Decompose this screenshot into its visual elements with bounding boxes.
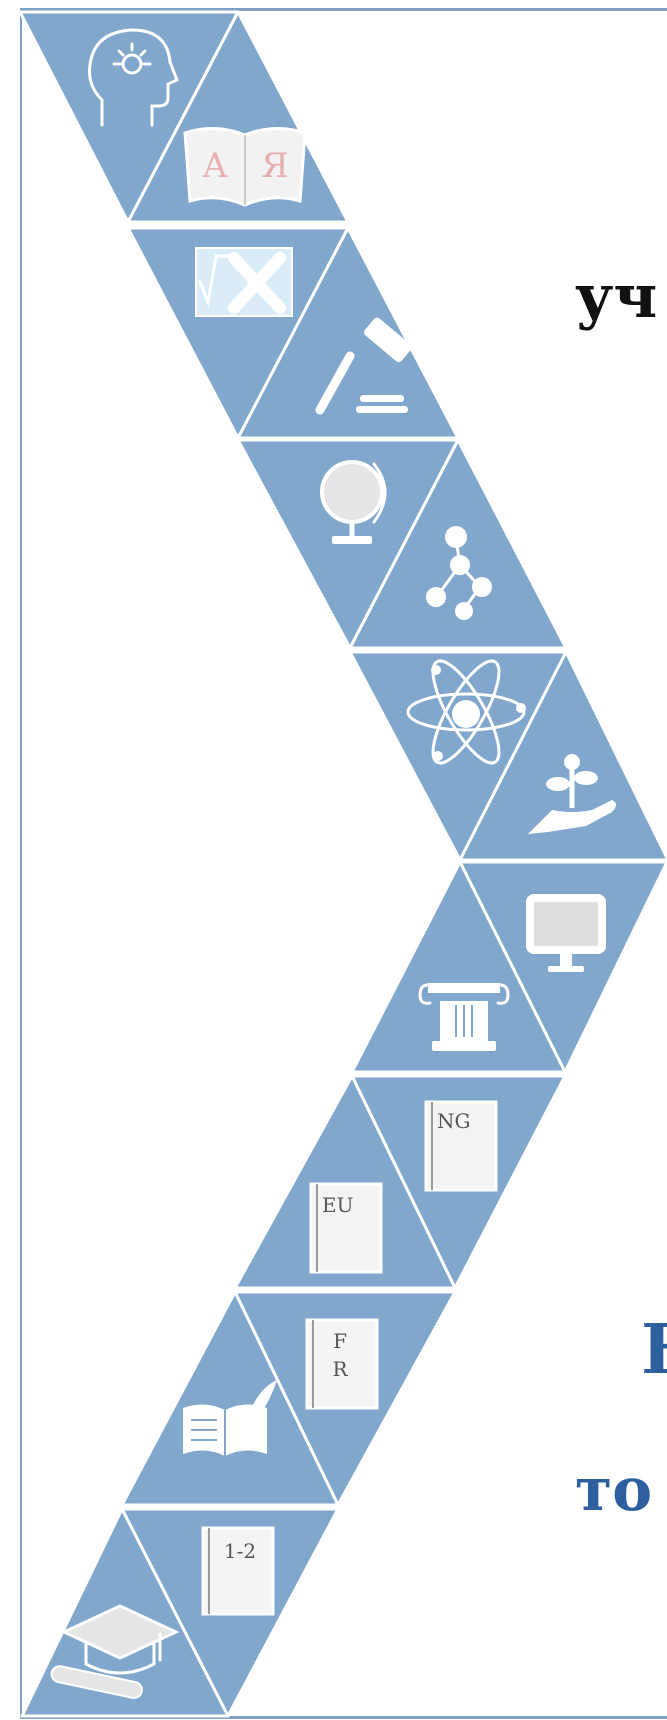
- title-fragment-1: уч: [575, 262, 658, 332]
- open-book-quill-icon: [183, 1380, 277, 1456]
- title-fragment-3: то: [575, 1455, 653, 1525]
- frame-left-border: [20, 8, 22, 1718]
- molecule-icon: [426, 526, 492, 620]
- book-1-2-code: 1-2: [224, 1539, 256, 1563]
- frame-bottom-border: [20, 1716, 667, 1719]
- math-root-x-icon: [195, 247, 293, 317]
- svg-text:А: А: [202, 146, 228, 186]
- book-ng-icon: NG: [424, 1100, 498, 1192]
- gavel-icon: [315, 317, 412, 415]
- book-fr-code-line1: F: [333, 1329, 347, 1353]
- book-eu-icon: EU: [309, 1182, 383, 1274]
- book-fr-code-line2: R: [332, 1357, 348, 1381]
- ionic-column-icon: [418, 983, 510, 1051]
- book-1-2-icon: 1-2: [201, 1526, 275, 1616]
- banner-triangle: [236, 226, 460, 440]
- banner-triangle: [458, 650, 667, 862]
- banner-triangles: [18, 10, 667, 1718]
- book-ng-code: NG: [437, 1109, 470, 1133]
- banner-triangle: [233, 1074, 457, 1290]
- computer-monitor-icon: [526, 894, 606, 972]
- book-fr-icon: F R: [305, 1318, 379, 1410]
- book-eu-code: EU: [322, 1193, 353, 1217]
- alphabet-book-icon: А Я: [183, 127, 307, 207]
- atom-icon: [406, 659, 526, 765]
- graduation-cap-icon: [50, 1604, 180, 1699]
- title-fragment-2: Н: [641, 1310, 667, 1390]
- sprout-hand-icon: [528, 754, 616, 834]
- banner-triangle: [350, 860, 567, 1074]
- banner-triangle: [120, 1290, 340, 1507]
- globe-icon: [320, 460, 387, 544]
- svg-text:Я: Я: [261, 146, 288, 186]
- head-lightbulb-icon: [88, 28, 179, 127]
- frame-top-border: [20, 8, 667, 11]
